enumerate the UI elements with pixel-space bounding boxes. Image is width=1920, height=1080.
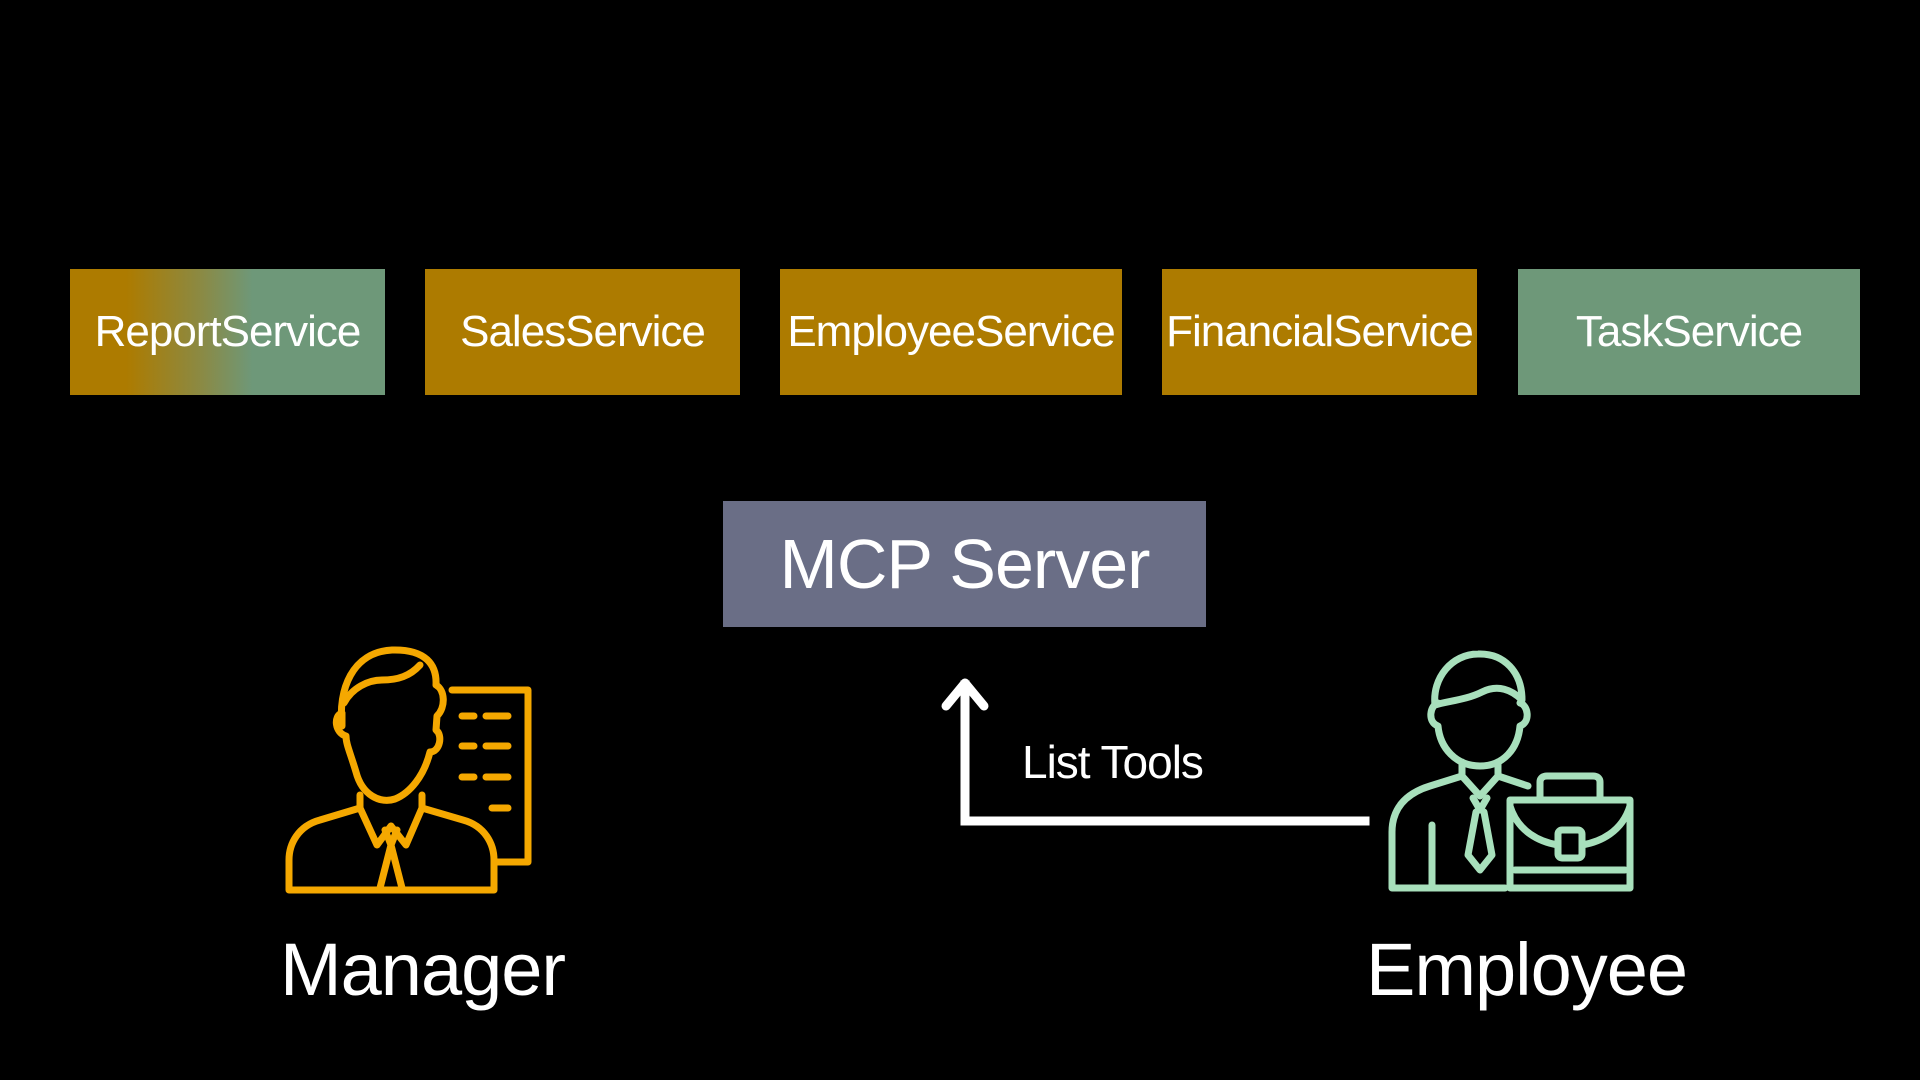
employee-body [1388,772,1532,892]
employee-neck-collar [1458,758,1502,800]
list-tools-label: List Tools [1022,736,1204,788]
task-service-box: TaskService [1518,269,1860,395]
mcp-server-box: MCP Server [723,501,1206,627]
list-tools-arrow [941,678,1370,826]
report-service-label: ReportService [94,307,362,356]
employee-briefcase-icon [1388,650,1634,892]
briefcase-flap [1506,802,1634,849]
arrow-head [941,678,989,711]
manager-head [332,646,447,804]
financial-service-box: FinancialService [1162,269,1477,395]
manager-label: Manager [280,928,566,1011]
briefcase-handle [1536,772,1604,804]
sales-service-label: SalesService [460,307,706,356]
financial-service-label: FinancialService [1166,307,1474,356]
sales-service-box: SalesService [425,269,740,395]
briefcase-lock [1554,826,1586,862]
employee-tie [1464,794,1496,874]
task-service-label: TaskService [1575,307,1803,356]
manager-document [448,686,532,866]
employee-service-box: EmployeeService [780,269,1122,395]
employee-label: Employee [1366,928,1688,1011]
employee-head [1427,699,1531,770]
arrow-shaft [960,680,1370,826]
manager-body [285,791,498,894]
briefcase [1506,796,1634,892]
employee-service-label: EmployeeService [787,307,1115,356]
mcp-server-label: MCP Server [779,525,1151,603]
manager-collar [356,804,426,849]
manager-hair [340,661,424,707]
manager-icon [285,646,532,894]
report-service-box: ReportService [70,269,385,395]
employee-hair [1431,650,1526,709]
manager-tie [376,826,406,892]
